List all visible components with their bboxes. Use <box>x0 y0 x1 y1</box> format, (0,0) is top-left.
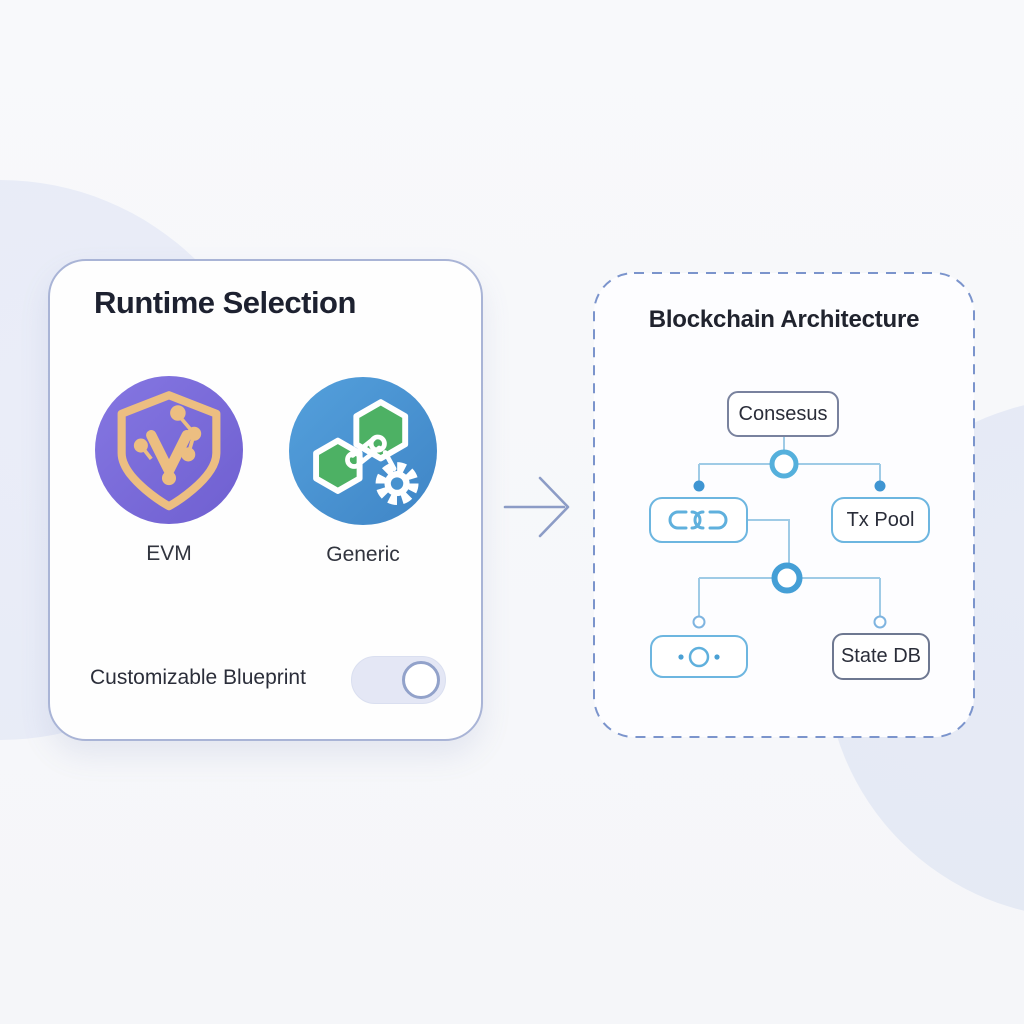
blockchain-architecture-card: Blockchain Architecture Consesus <box>593 272 975 738</box>
runtime-selection-title: Runtime Selection <box>94 285 356 320</box>
branch-dot-right <box>874 480 886 492</box>
generic-label: Generic <box>326 543 400 566</box>
node-tx-pool: Tx Pool <box>831 497 930 543</box>
right-arrow-icon <box>503 476 570 538</box>
customizable-blueprint-label: Customizable Blueprint <box>90 666 306 689</box>
runtime-option-evm[interactable]: EVM <box>95 376 243 566</box>
runtime-selection-card: Runtime Selection <box>48 259 483 741</box>
branch-ring-left <box>692 615 706 629</box>
branch-dot-left <box>693 480 705 492</box>
evm-label: EVM <box>146 542 192 565</box>
runtime-option-generic[interactable]: Generic <box>289 377 437 567</box>
hexagon-chain-gear-icon <box>289 377 437 525</box>
node-chain <box>649 497 748 543</box>
customizable-blueprint-toggle[interactable] <box>351 656 446 704</box>
node-state-db: State DB <box>832 633 930 680</box>
node-network <box>650 635 748 678</box>
blockchain-architecture-title: Blockchain Architecture <box>648 306 920 333</box>
branch-ring-right <box>873 615 887 629</box>
junction-circle-top <box>769 449 799 479</box>
junction-circle-bottom <box>771 562 803 594</box>
node-dots-icon <box>678 646 720 667</box>
diagram-connectors <box>692 437 887 629</box>
toggle-knob[interactable] <box>402 661 440 699</box>
chain-link-icon <box>668 510 727 530</box>
node-consensus: Consesus <box>727 391 839 437</box>
shield-v-circuit-icon <box>95 376 243 524</box>
